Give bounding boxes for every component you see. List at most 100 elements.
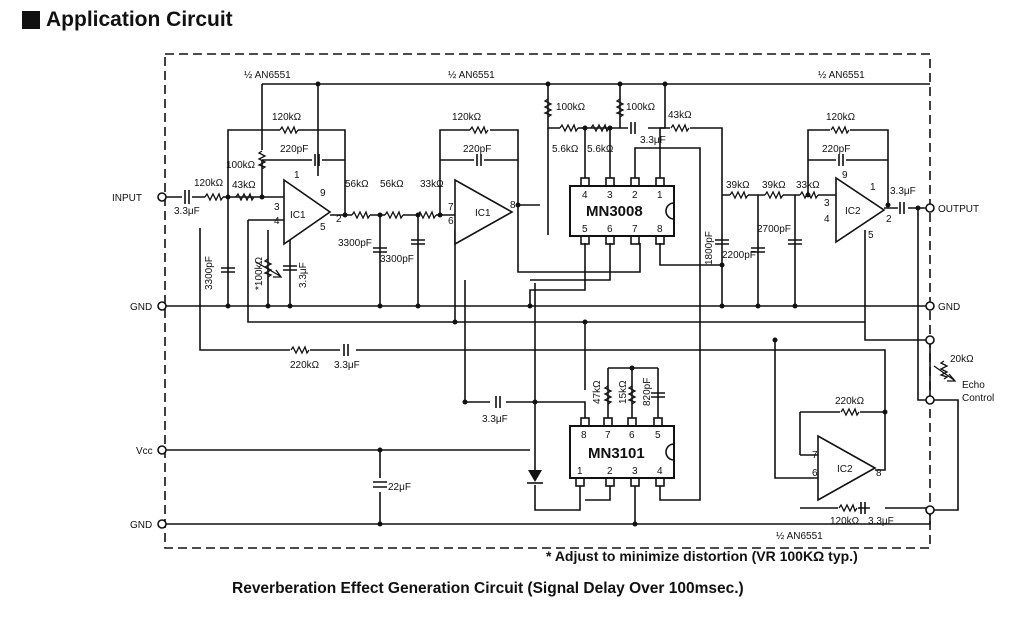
svg-text:120kΩ: 120kΩ <box>830 516 860 527</box>
junction-dots <box>225 81 921 527</box>
svg-text:120kΩ: 120kΩ <box>272 112 302 123</box>
opamp-ic2b-symbol <box>817 434 877 502</box>
mn3008-notch <box>665 202 675 220</box>
svg-text:1800pF: 1800pF <box>704 231 715 265</box>
svg-text:47kΩ: 47kΩ <box>592 380 603 404</box>
svg-text:3300pF: 3300pF <box>338 238 372 249</box>
svg-text:33kΩ: 33kΩ <box>420 179 444 190</box>
ic2b-pin-6: 6 <box>812 468 818 479</box>
svg-text:33kΩ: 33kΩ <box>796 180 820 191</box>
svg-text:20kΩ: 20kΩ <box>950 354 974 365</box>
mn3008-pin-7: 7 <box>632 224 638 235</box>
svg-text:3.3μF: 3.3μF <box>640 135 666 146</box>
ic2b-part: ½ AN6551 <box>776 531 823 542</box>
svg-text:3300pF: 3300pF <box>204 256 215 290</box>
mn3101-notch <box>665 443 675 461</box>
ic1a-pin-9: 9 <box>320 188 326 199</box>
ic2a-part: ½ AN6551 <box>818 70 865 81</box>
svg-text:100kΩ: 100kΩ <box>626 102 656 113</box>
ic2a-pin-9: 9 <box>842 170 848 181</box>
ic1a-pin-1: 1 <box>294 170 300 181</box>
svg-text:220kΩ: 220kΩ <box>835 396 865 407</box>
svg-text:220pF: 220pF <box>280 144 308 155</box>
heading-text: Application Circuit <box>46 8 233 31</box>
capacitors <box>184 122 905 514</box>
wiring <box>162 83 959 525</box>
svg-text:56kΩ: 56kΩ <box>380 179 404 190</box>
svg-text:3.3μF: 3.3μF <box>890 186 916 197</box>
mn3101-pin-2: 2 <box>607 466 613 477</box>
ic1b-part: ½ AN6551 <box>448 70 495 81</box>
opamp-ic1a-symbol <box>283 178 332 246</box>
ic2b-pin-8: 8 <box>876 468 882 479</box>
ic1a-pin-4: 4 <box>274 216 280 227</box>
echo-label-1: Echo <box>962 380 985 391</box>
mn3101-pin-3: 3 <box>632 466 638 477</box>
ic1a-pin-5: 5 <box>320 222 326 233</box>
mn3101-chip <box>569 425 675 479</box>
section-heading: Application Circuit <box>22 8 233 32</box>
mn3101-pin-8: 8 <box>581 430 587 441</box>
echo-label-2: Control <box>962 393 994 404</box>
ic2a-pin-2: 2 <box>886 214 892 225</box>
output-label: OUTPUT <box>938 204 979 215</box>
svg-text:100kΩ: 100kΩ <box>226 160 256 171</box>
ic1a-pin-3: 3 <box>274 202 280 213</box>
mn3101-name: MN3101 <box>588 445 645 462</box>
mn3008-pin-3: 3 <box>607 190 613 201</box>
ic2a-pin-3: 3 <box>824 198 830 209</box>
svg-text:220kΩ: 220kΩ <box>290 360 320 371</box>
svg-text:43kΩ: 43kΩ <box>668 110 692 121</box>
ic2a-pin-4: 4 <box>824 214 830 225</box>
ic2a-name: IC2 <box>845 206 861 217</box>
opamp-ic2a-symbol <box>835 176 886 244</box>
mn3008-pin-5: 5 <box>582 224 588 235</box>
mn3008-pin-1: 1 <box>657 190 663 201</box>
ic1a-name: IC1 <box>290 210 306 221</box>
circuit-frame <box>164 53 931 549</box>
opamp-ic1b-symbol <box>454 178 514 246</box>
mn3008-pin-2: 2 <box>632 190 638 201</box>
svg-text:5.6kΩ: 5.6kΩ <box>552 144 579 155</box>
svg-text:3.3μF: 3.3μF <box>334 360 360 371</box>
gnd-top-label: GND <box>130 302 152 313</box>
svg-text:120kΩ: 120kΩ <box>194 178 224 189</box>
ic2b-pin-7: 7 <box>812 450 818 461</box>
mn3008-pins <box>580 177 665 245</box>
svg-text:5.6kΩ: 5.6kΩ <box>587 144 614 155</box>
mn3008-pin-6: 6 <box>607 224 613 235</box>
ic1b-pin-6: 6 <box>448 216 454 227</box>
svg-text:220pF: 220pF <box>463 144 491 155</box>
gnd-bottom-label: GND <box>130 520 152 531</box>
svg-text:3.3μF: 3.3μF <box>868 516 894 527</box>
svg-text:15kΩ: 15kΩ <box>618 380 629 404</box>
svg-text:2200pF: 2200pF <box>722 250 756 261</box>
svg-text:120kΩ: 120kΩ <box>452 112 482 123</box>
svg-text:43kΩ: 43kΩ <box>232 180 256 191</box>
input-label: INPUT <box>112 193 142 204</box>
svg-text:3.3μF: 3.3μF <box>174 206 200 217</box>
ic1b-pin-8: 8 <box>510 200 516 211</box>
svg-text:*100kΩ: *100kΩ <box>254 256 265 290</box>
mn3101-pin-6: 6 <box>629 430 635 441</box>
mn3101-pin-7: 7 <box>605 430 611 441</box>
mn3008-chip <box>569 185 675 237</box>
svg-text:820pF: 820pF <box>642 378 653 406</box>
potentiometer-icons <box>255 261 957 382</box>
ic2a-pin-5: 5 <box>868 230 874 241</box>
svg-text:56kΩ: 56kΩ <box>345 179 369 190</box>
svg-text:39kΩ: 39kΩ <box>726 180 750 191</box>
mn3101-pin-1: 1 <box>577 466 583 477</box>
terminal-circles <box>157 192 935 529</box>
diode-icon <box>527 470 543 484</box>
ic1b-pin-7: 7 <box>448 202 454 213</box>
mn3008-pin-8: 8 <box>657 224 663 235</box>
mn3008-pin-4: 4 <box>582 190 588 201</box>
svg-text:3300pF: 3300pF <box>380 254 414 265</box>
mn3008-name: MN3008 <box>586 203 643 220</box>
figure-caption: Reverberation Effect Generation Circuit … <box>232 580 744 597</box>
heading-square-icon <box>22 11 40 29</box>
gnd-right-label: GND <box>938 302 960 313</box>
